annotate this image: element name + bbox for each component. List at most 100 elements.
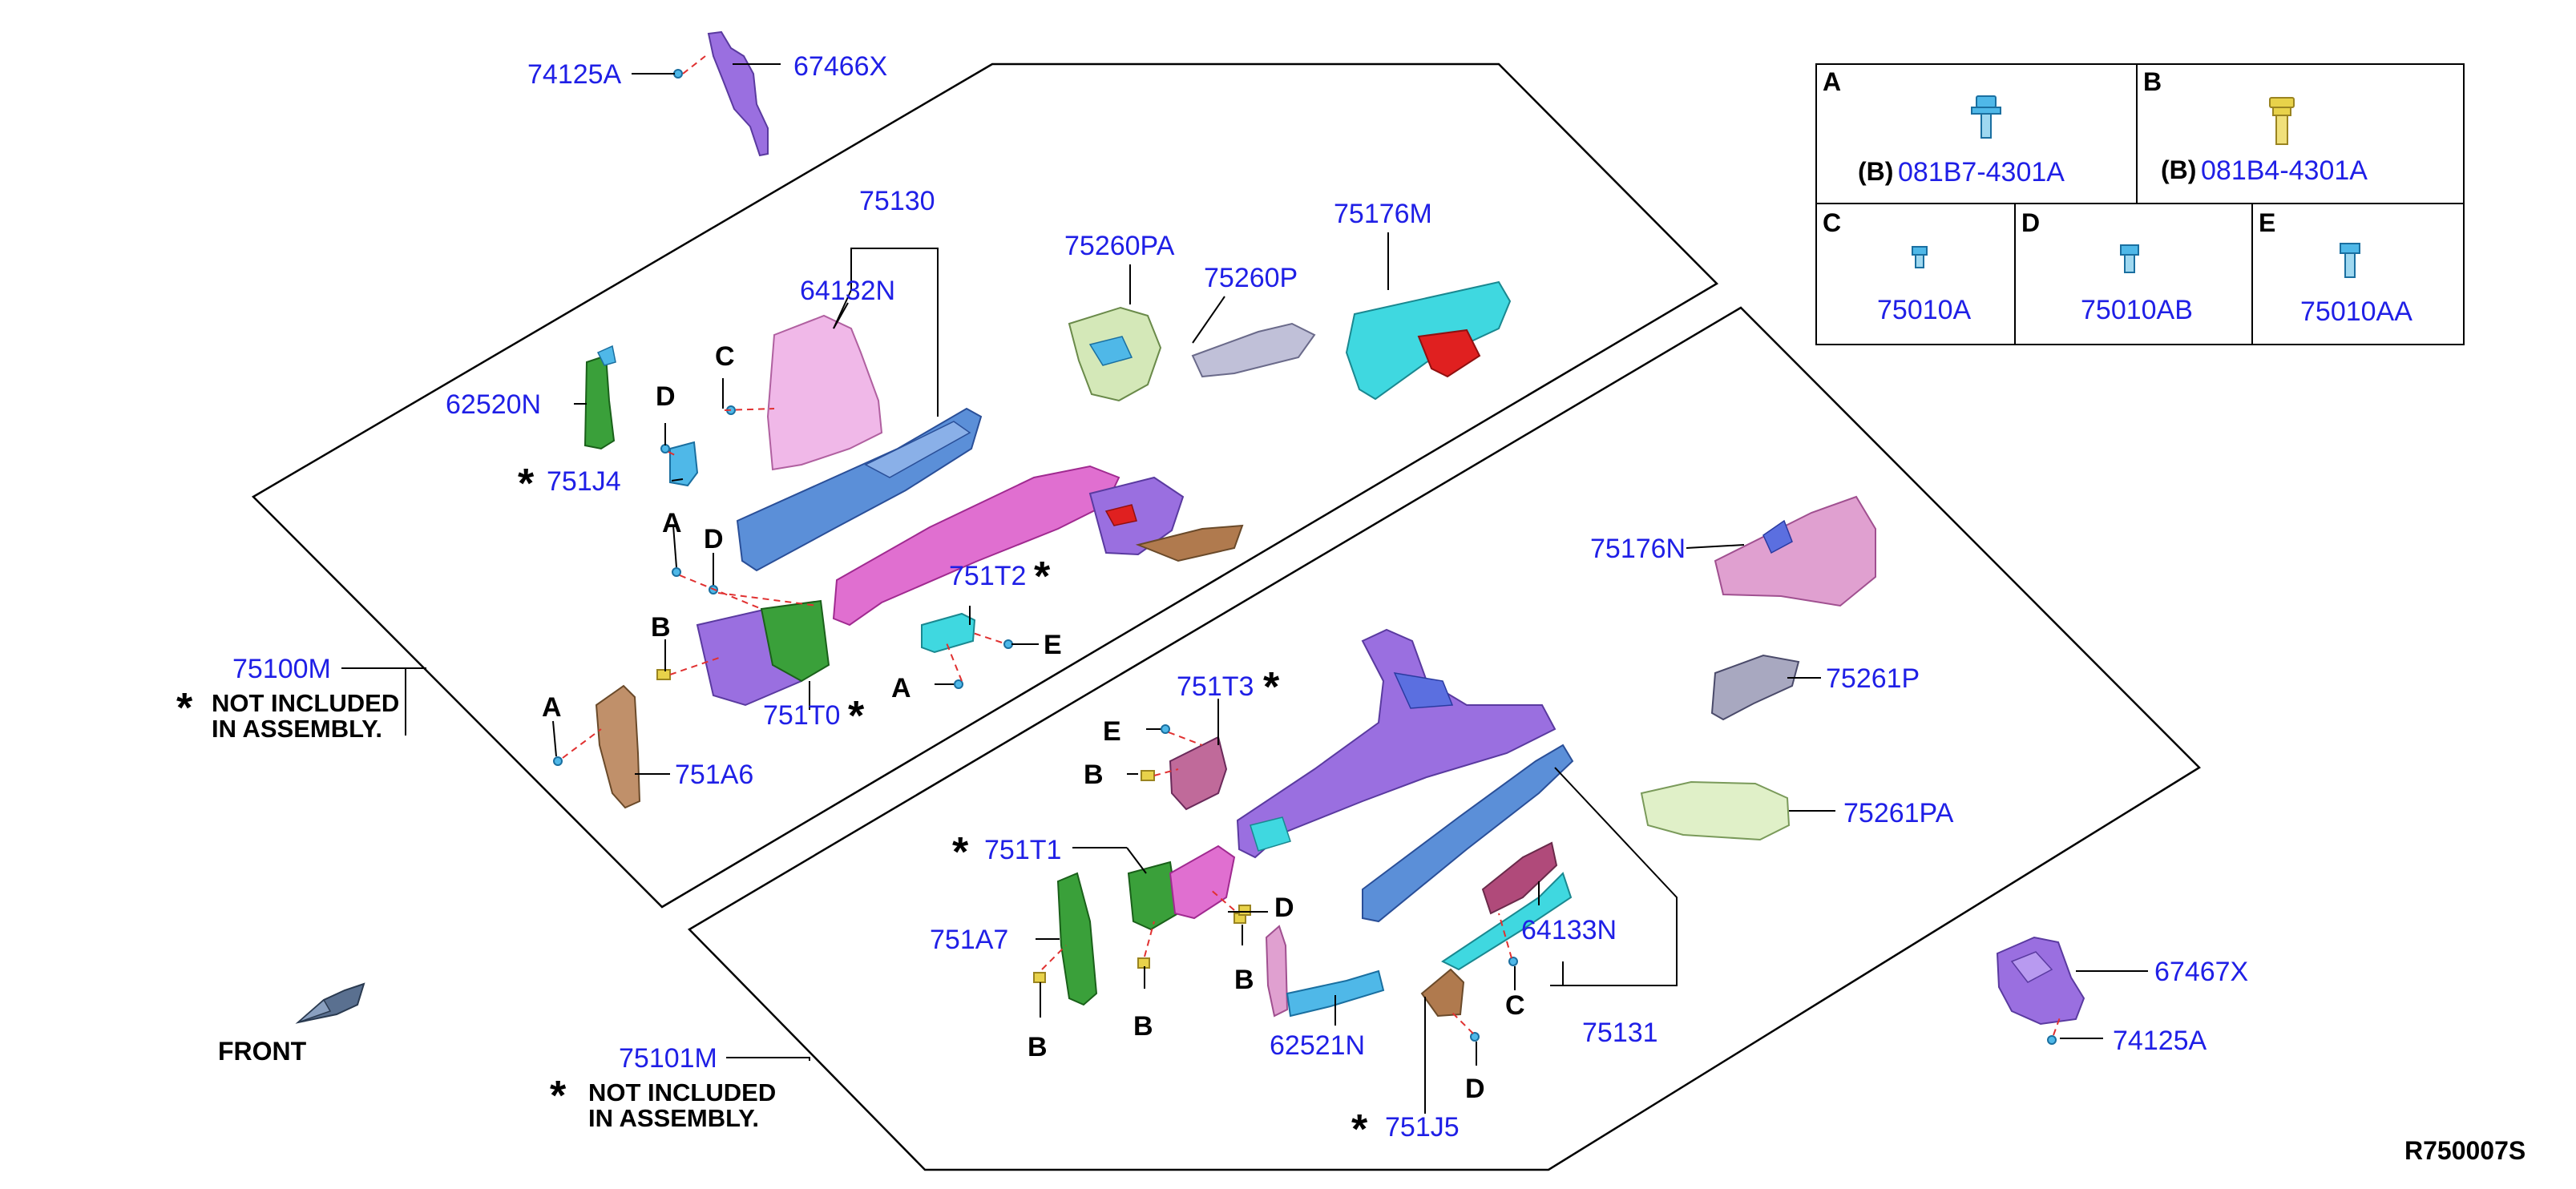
key-letter-e: E: [2259, 208, 2276, 237]
part-751t0-shape: [696, 599, 830, 707]
part-label-67467x[interactable]: 67467X: [2154, 957, 2249, 987]
note-star-bottom: *: [550, 1073, 567, 1119]
part-75130-shape: [736, 407, 983, 572]
leader-lines: [341, 63, 2148, 1114]
top-assembly-outline: [251, 62, 1719, 909]
bottom-assembly-outline: [687, 306, 2201, 1171]
key-b-part-number[interactable]: 081B4-4301A: [2201, 155, 2368, 186]
key-c-bolt-icon: [1912, 246, 1928, 268]
part-75261p-shape: [1710, 654, 1800, 721]
fastener-letter-a-top-2: A: [891, 673, 911, 703]
note-text-top: NOT INCLUDED IN ASSEMBLY.: [212, 689, 400, 743]
not-included-star-751t0: *: [848, 693, 865, 740]
part-label-75260pa[interactable]: 75260PA: [1064, 231, 1175, 261]
part-75261pa-shape: [1640, 780, 1791, 841]
part-751t3-main-shape: [1236, 628, 1557, 859]
part-75260p-shape: [1191, 322, 1316, 378]
fastener-letter-d-bottom-1: D: [1274, 893, 1294, 923]
part-751t2-bracket-shape: [921, 612, 976, 654]
part-label-751t0[interactable]: 751T0: [763, 700, 841, 731]
part-62520n-shape: [583, 345, 616, 450]
part-751t1-shape: [1127, 844, 1236, 931]
fastener-letter-e-bottom: E: [1103, 716, 1121, 747]
part-label-75176n[interactable]: 75176N: [1590, 534, 1686, 564]
fastener-letter-d-top-1: D: [656, 381, 676, 412]
key-letter-b: B: [2143, 67, 2162, 96]
key-a-bolt-icon: [1971, 95, 2001, 139]
key-letter-d: D: [2021, 208, 2041, 237]
key-letter-a: A: [1823, 67, 1842, 96]
fastener-letter-d-top-2: D: [704, 524, 724, 554]
key-a-prefix: (B): [1858, 157, 1894, 186]
part-64132n-shape: [766, 314, 883, 471]
part-label-75176m[interactable]: 75176M: [1334, 199, 1432, 229]
part-751j4-shape: [669, 441, 699, 487]
part-label-751t2[interactable]: 751T2: [949, 561, 1027, 591]
front-label: FRONT: [218, 1037, 307, 1066]
assembly-label-75101m[interactable]: 75101M: [619, 1043, 717, 1074]
part-label-75130[interactable]: 75130: [859, 186, 935, 216]
not-included-star-751t2: *: [1034, 554, 1051, 600]
part-751t2-shape: [832, 465, 1244, 627]
fastener-letter-b-bottom-2: B: [1234, 965, 1254, 995]
key-b-bolt-icon: [2269, 97, 2295, 145]
key-e-part-number[interactable]: 75010AA: [2300, 296, 2412, 327]
key-letter-c: C: [1823, 208, 1842, 237]
part-label-75261pa[interactable]: 75261PA: [1843, 798, 1954, 828]
not-included-star-751j5: *: [1351, 1106, 1368, 1153]
part-label-751a7[interactable]: 751A7: [930, 925, 1009, 955]
not-included-star-751j4: *: [518, 461, 535, 507]
not-included-star-751t3: *: [1263, 664, 1280, 711]
key-d-part-number[interactable]: 75010AB: [2081, 295, 2193, 325]
key-d-bolt-icon: [2120, 244, 2139, 273]
part-67466x-shape: [707, 30, 769, 157]
fastener-74125a-bottom: [2047, 1035, 2057, 1045]
fastener-letter-d-bottom-2: D: [1465, 1074, 1485, 1104]
assembly-label-75100m[interactable]: 75100M: [232, 654, 331, 684]
fastener-letter-c-top: C: [715, 341, 735, 372]
part-751t3-bracket-shape: [1169, 736, 1228, 811]
part-75260pa-shape: [1068, 306, 1162, 402]
key-c-part-number[interactable]: 75010A: [1877, 295, 1972, 325]
part-751a6-shape: [595, 684, 641, 809]
part-75176n-shape: [1714, 495, 1876, 607]
fastener-letter-a-top-1: A: [662, 508, 682, 538]
note-text-bottom: NOT INCLUDED IN ASSEMBLY.: [588, 1078, 777, 1132]
fastener-letter-b-bottom-3: B: [1133, 1011, 1153, 1042]
note-star-top: *: [176, 685, 193, 732]
part-label-67466x[interactable]: 67466X: [793, 51, 888, 82]
part-67467x-shape: [1996, 936, 2085, 1026]
part-label-751j4[interactable]: 751J4: [547, 466, 621, 497]
part-label-74125a-top[interactable]: 74125A: [527, 59, 622, 90]
key-b-prefix: (B): [2161, 155, 2197, 184]
part-64133n-shape: [1481, 841, 1558, 915]
fastener-74125a-top: [673, 69, 683, 79]
fastener-letter-a-top-3: A: [542, 692, 562, 723]
front-arrow-icon: [295, 982, 365, 1024]
part-label-64132n[interactable]: 64132N: [800, 276, 896, 306]
part-label-75260p[interactable]: 75260P: [1204, 263, 1298, 293]
fastener-letter-c-bottom: C: [1505, 990, 1525, 1021]
fastener-key-table: [1815, 63, 2465, 345]
part-label-62521n[interactable]: 62521N: [1270, 1030, 1366, 1061]
fastener-letter-b-bottom-4: B: [1028, 1032, 1048, 1062]
part-75176m-shape: [1345, 280, 1512, 401]
part-label-74125a-bottom[interactable]: 74125A: [2113, 1026, 2207, 1056]
part-label-75131[interactable]: 75131: [1582, 1018, 1658, 1048]
part-label-751t3[interactable]: 751T3: [1177, 671, 1254, 702]
part-751a7-shape: [1056, 872, 1098, 1006]
key-a-part-number[interactable]: 081B7-4301A: [1898, 157, 2065, 187]
fastener-letter-b-bottom-1: B: [1084, 760, 1104, 790]
part-label-751a6[interactable]: 751A6: [675, 760, 754, 790]
part-label-75261p[interactable]: 75261P: [1826, 663, 1920, 694]
part-label-751j5[interactable]: 751J5: [1385, 1112, 1460, 1143]
fastener-letter-e-top: E: [1044, 630, 1062, 660]
diagram-reference: R750007S: [2404, 1136, 2526, 1165]
not-included-star-751t1: *: [952, 829, 969, 876]
part-label-62520n[interactable]: 62520N: [446, 389, 542, 420]
part-label-751t1[interactable]: 751T1: [984, 835, 1062, 865]
part-62521n-shape: [1265, 925, 1385, 1018]
part-label-64133n[interactable]: 64133N: [1521, 915, 1617, 945]
